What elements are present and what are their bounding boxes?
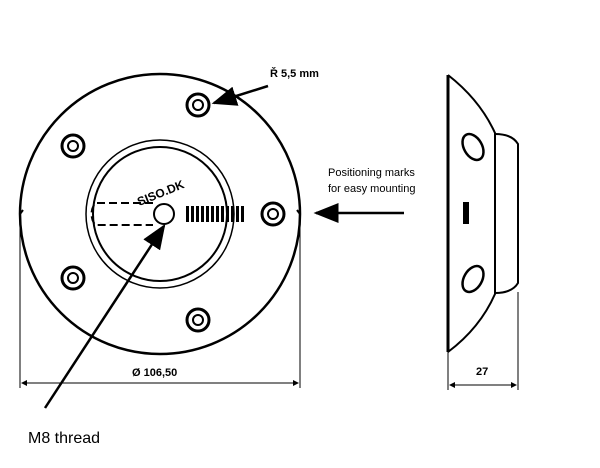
leader-arrows — [43, 84, 404, 409]
hole-radius-label: Ř 5,5 mm — [270, 68, 319, 80]
thread-arrow — [43, 223, 166, 409]
positioning-label-line2: for easy mounting — [328, 183, 416, 195]
positioning-label-line1: Positioning marks — [328, 167, 415, 179]
inner-ring-outer — [85, 139, 235, 289]
mounting-holes — [60, 92, 286, 333]
scale-marks — [186, 206, 244, 222]
thread-label: M8 thread — [28, 430, 101, 447]
side-view — [446, 74, 519, 353]
dimension-lines — [19, 214, 519, 390]
outer-rim — [18, 72, 302, 356]
center-thread-hole — [153, 203, 175, 225]
hole-radius-arrow — [211, 84, 269, 106]
diameter-label: Ø 106,50 — [132, 367, 178, 379]
depth-label: 27 — [476, 366, 489, 378]
front-view — [18, 72, 302, 356]
